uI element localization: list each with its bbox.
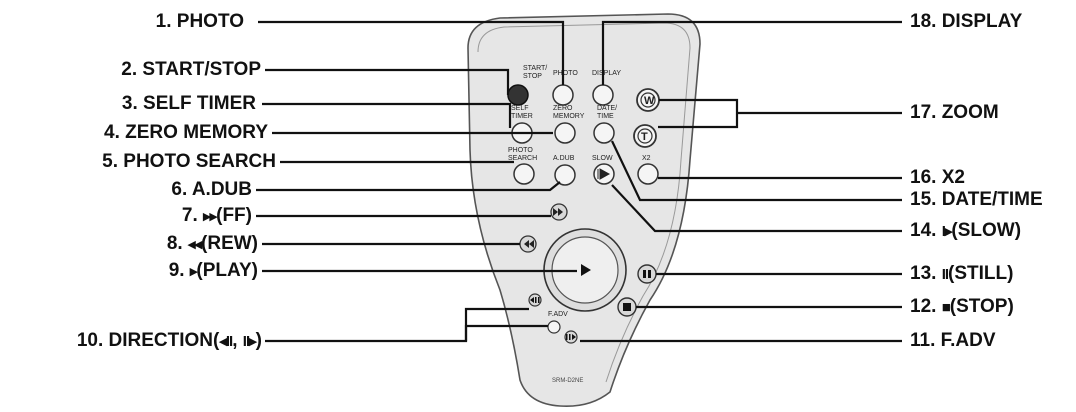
start-stop-btn-label: START/STOP: [523, 65, 547, 80]
zoom-t-label: T: [641, 131, 648, 143]
x2-button[interactable]: [637, 163, 659, 185]
remote-inner-edge: [477, 22, 691, 383]
callout-display: 18. DISPLAY: [910, 11, 1023, 32]
stop-glyph: ■: [941, 299, 951, 316]
direction-back-glyph: ◂II: [219, 333, 233, 350]
ff-glyph: ▸▸: [203, 208, 217, 225]
callout-stop: 12. ■(STOP): [910, 296, 1014, 317]
callout-start-stop: 2. START/STOP: [121, 59, 261, 80]
zoom-t-button[interactable]: [633, 124, 657, 148]
display-btn-label: DISPLAY: [592, 70, 621, 77]
rew-icon: [524, 240, 534, 248]
model-number: SRM-D2NE: [552, 378, 583, 384]
zoom-w-label: W: [644, 95, 655, 107]
play-icon: [581, 264, 591, 276]
direction-back-icon: [530, 297, 540, 303]
callout-slow: 14. I▸(SLOW): [910, 220, 1022, 241]
callout-still: 13. II(STILL): [910, 263, 1014, 284]
play-glyph: ▸: [189, 263, 197, 280]
date-time-button[interactable]: [593, 122, 615, 144]
photo-search-button[interactable]: [513, 163, 535, 185]
direction-fwd-glyph: II▸: [242, 333, 257, 350]
callout-play: 9. ▸(PLAY): [168, 260, 258, 281]
callout-ff: 7. ▸▸(FF): [181, 205, 252, 226]
still-icon: [643, 270, 651, 278]
start-stop-button[interactable]: [507, 84, 529, 106]
callout-f-adv: 11. F.ADV: [910, 330, 996, 351]
date-time-btn-label: DATE/TIME: [597, 105, 617, 120]
callout-self-timer: 3. SELF TIMER: [121, 93, 256, 114]
callout-rew: 8. ◂◂(REW): [166, 233, 258, 254]
slow-btn-label: SLOW: [592, 155, 613, 162]
remote-body: [467, 13, 701, 408]
f-adv-button[interactable]: [547, 320, 561, 334]
still-glyph: II: [941, 266, 949, 283]
f-adv-btn-label: F.ADV: [548, 311, 568, 318]
still-button[interactable]: [637, 264, 657, 284]
callout-x2: 16. X2: [910, 167, 965, 188]
callout-direction: 10. DIRECTION(◂II, II▸): [76, 330, 262, 351]
direction-fwd-icon: [566, 334, 576, 340]
photo-btn-label: PHOTO: [553, 70, 578, 77]
a-dub-button[interactable]: [554, 164, 576, 186]
callout-photo-search: 5. PHOTO SEARCH: [102, 151, 276, 172]
callout-zoom: 17. ZOOM: [910, 102, 999, 123]
callout-a-dub: 6. A.DUB: [171, 179, 252, 200]
direction-fwd-button[interactable]: [564, 330, 578, 344]
photo-button[interactable]: [552, 84, 574, 106]
x2-btn-label: X2: [642, 155, 651, 162]
rew-glyph: ◂◂: [187, 236, 202, 253]
callout-zero-memory: 4. ZERO MEMORY: [104, 122, 268, 143]
ff-icon: [553, 208, 563, 216]
zero-memory-button[interactable]: [554, 122, 576, 144]
slow-glyph: I▸: [941, 223, 953, 240]
leader-lines: [256, 20, 902, 343]
callout-photo: 1. PHOTO: [155, 11, 244, 32]
stop-icon: [623, 303, 631, 311]
slow-icon: [597, 168, 611, 180]
display-button[interactable]: [592, 84, 614, 106]
a-dub-btn-label: A.DUB: [553, 155, 575, 162]
callout-date-time: 15. DATE/TIME: [910, 189, 1043, 210]
